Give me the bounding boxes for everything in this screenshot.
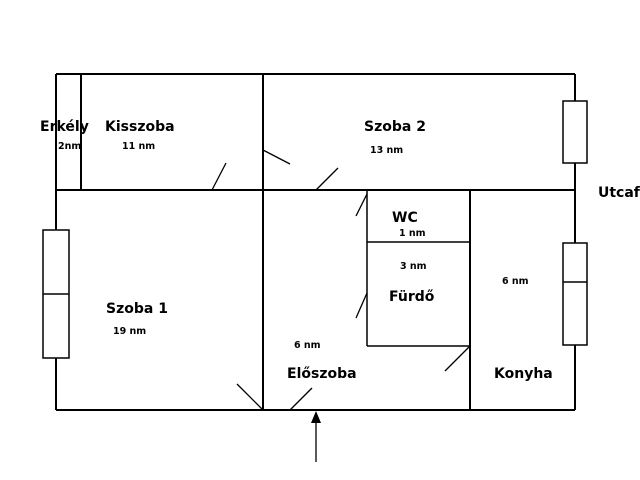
room-name-szoba2: Szoba 2 [364, 119, 426, 135]
room-area-eloszoba: 6 nm [294, 340, 321, 351]
street-label: Utcaf [598, 185, 640, 201]
room-area-erkely: 2nm [58, 141, 81, 152]
door-konyha [444, 345, 471, 372]
door-kisszoba [211, 162, 227, 191]
room-name-wc: WC [392, 210, 418, 226]
room-name-szoba1: Szoba 1 [106, 301, 168, 317]
window-szoba2 [562, 100, 588, 164]
room-name-konyha: Konyha [494, 366, 553, 382]
door-wc [355, 193, 368, 217]
windows [42, 100, 588, 359]
room-name-furdo: Fürdő [389, 289, 435, 305]
window-left [42, 229, 70, 359]
room-area-konyha: 6 nm [502, 276, 529, 287]
room-name-eloszoba: Előszoba [287, 366, 357, 382]
room-area-kisszoba: 11 nm [122, 141, 155, 152]
window-kitchen [562, 242, 588, 346]
entrance-arrow-icon [311, 411, 321, 462]
room-name-erkely: Erkély [40, 119, 89, 135]
door-szoba2 [315, 167, 339, 191]
room-area-wc: 1 nm [399, 228, 426, 239]
room-area-furdo: 3 nm [400, 261, 427, 272]
doors [211, 149, 471, 411]
door-furdo [355, 292, 368, 319]
door-szoba2-left [262, 149, 291, 165]
room-name-kisszoba: Kisszoba [105, 119, 175, 135]
door-entrance [289, 387, 313, 411]
room-area-szoba2: 13 nm [370, 145, 403, 156]
door-szoba1 [236, 383, 264, 411]
room-area-szoba1: 19 nm [113, 326, 146, 337]
